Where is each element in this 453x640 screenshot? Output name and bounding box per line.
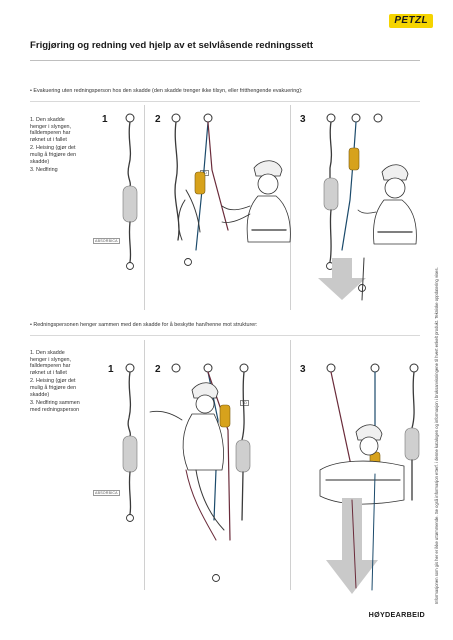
section1-panel1-lanyard bbox=[122, 113, 138, 270]
section2-step-3: 3. Nedfiring sammen med redningsperson bbox=[30, 400, 80, 413]
section2-panel1-lanyard bbox=[122, 363, 138, 522]
section1-step-1: 1. Den skadde henger i slyngen, falldemp… bbox=[30, 117, 72, 143]
section1-step-3: 3. Nedfiring bbox=[30, 167, 58, 174]
section2-panel-number-3: 3 bbox=[300, 364, 306, 375]
side-disclaimer: Informasjonen som gis her er ikke uttømm… bbox=[434, 267, 439, 604]
section2-steps: 1. Den skadde henger i slyngen, falldemp… bbox=[30, 350, 82, 415]
section1-col-divider-2 bbox=[290, 105, 291, 310]
page-title: Frigjøring og redning ved hjelp av et se… bbox=[30, 40, 314, 51]
section1-panel3-lowering bbox=[318, 113, 417, 301]
footer-section-label: HØYDEARBEID bbox=[368, 610, 425, 619]
section1-steps: 1. Den skadde henger i slyngen, falldemp… bbox=[30, 117, 82, 176]
section1-panel2-rescue bbox=[171, 113, 291, 266]
section2-step-2: 2. Heising (gjør det mulig å frigjøre de… bbox=[30, 378, 77, 398]
section1-col-divider-1 bbox=[144, 105, 145, 310]
section1-intro: • Evakuering uten redningsperson hos den… bbox=[30, 88, 303, 94]
petzl-logo: PETZL bbox=[389, 14, 433, 28]
section2-step-1: 1. Den skadde henger i slyngen, falldemp… bbox=[30, 350, 72, 376]
section2-panel3-lowering bbox=[319, 363, 420, 594]
section2-device-tag: TD bbox=[240, 400, 249, 406]
section1-panel-number-1: 1 bbox=[102, 114, 108, 125]
section1-absorbica-label: ABSORBICA bbox=[93, 238, 120, 244]
section2-panel-number-1: 1 bbox=[108, 364, 114, 375]
section2-absorbica-label: ABSORBICA bbox=[93, 490, 120, 496]
section2-panel2-rescue bbox=[149, 363, 251, 582]
section2-intro: • Redningspersonen henger sammen med den… bbox=[30, 322, 258, 328]
section2-col-divider-1 bbox=[144, 340, 145, 590]
section1-step-2: 2. Heising (gjør det mulig å frigjøre de… bbox=[30, 145, 77, 165]
section1-panel-number-2: 2 bbox=[155, 114, 161, 125]
section1-panel-number-3: 3 bbox=[300, 114, 306, 125]
section2-divider bbox=[30, 335, 420, 336]
section1-divider bbox=[30, 101, 420, 102]
section2-col-divider-2 bbox=[290, 340, 291, 590]
title-divider bbox=[30, 60, 420, 61]
section2-panel-number-2: 2 bbox=[155, 364, 161, 375]
